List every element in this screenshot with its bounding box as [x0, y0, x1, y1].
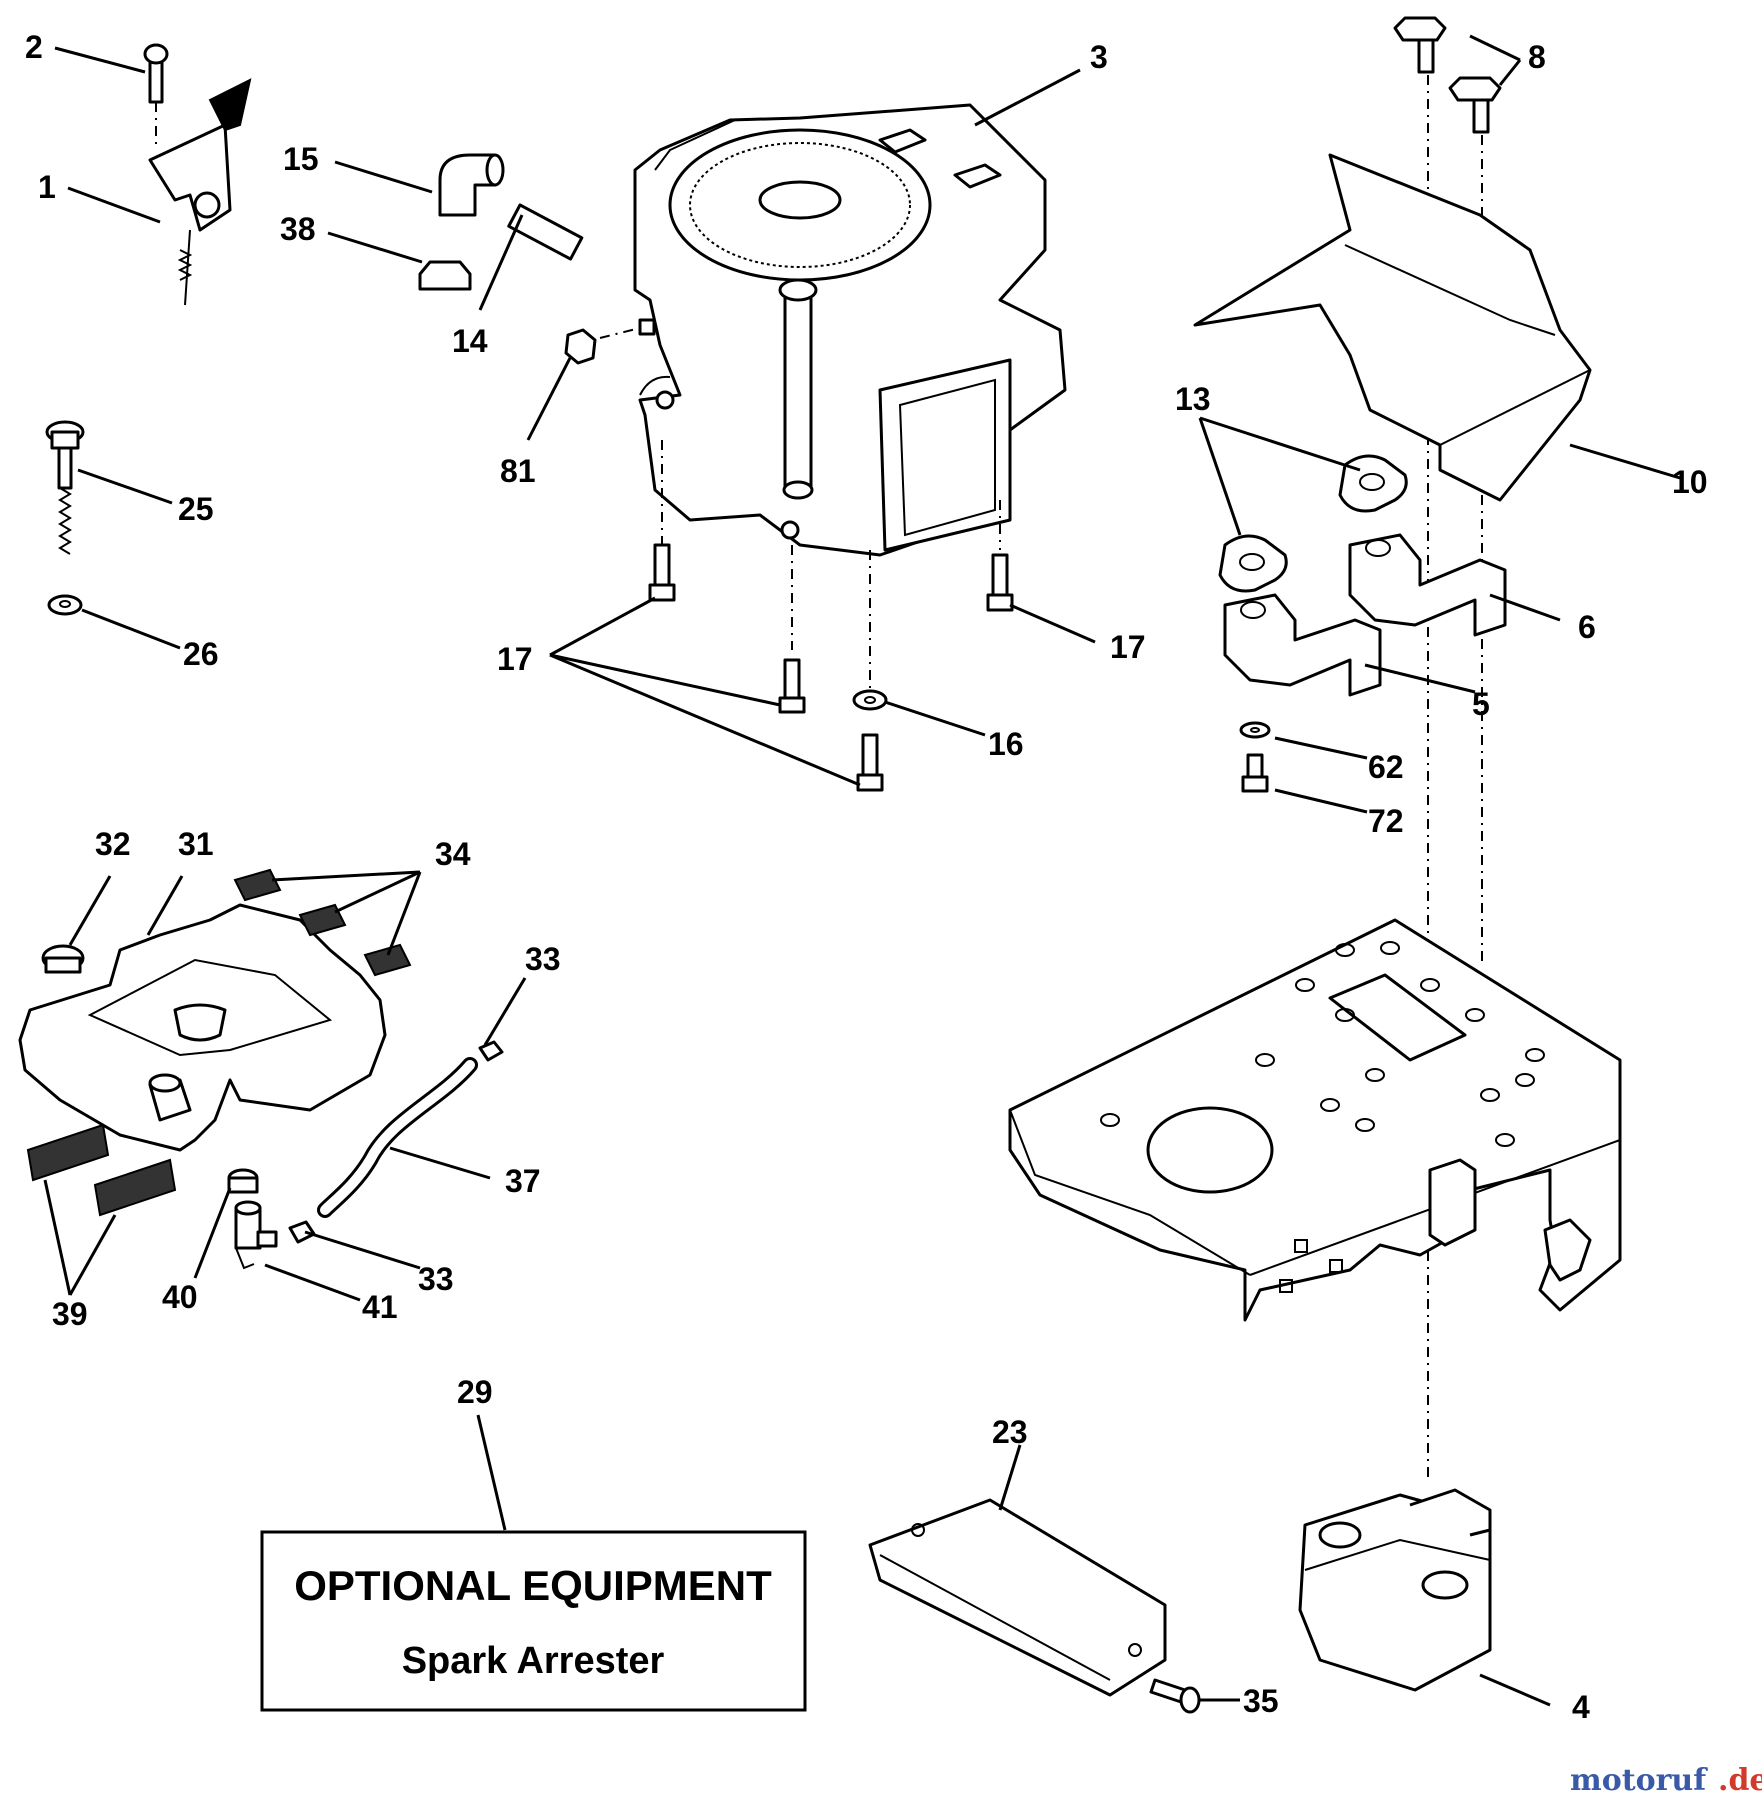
watermark-main: motoruf	[1570, 1763, 1708, 1798]
callout-25: 25	[178, 491, 214, 527]
callout-33-bottom: 33	[418, 1261, 454, 1297]
callout-38: 38	[280, 211, 316, 247]
spark-arrester-shield-part	[868, 1498, 1167, 1697]
fuel-line-part	[227, 1040, 504, 1270]
muffler-part	[1298, 1488, 1492, 1692]
callout-17-right: 17	[1110, 629, 1146, 665]
fuel-tank-part	[18, 868, 412, 1217]
callout-1: 1	[38, 169, 56, 205]
callout-labels: 2 1 15 38 14 81 3 8 10 13 6 5 62 72 25 2…	[25, 29, 1708, 1725]
callout-23: 23	[992, 1414, 1028, 1450]
screw-35-part	[1149, 1678, 1201, 1714]
callout-6: 6	[1578, 609, 1596, 645]
dipstick-part	[45, 420, 85, 616]
heat-shield-part	[1193, 153, 1592, 502]
callout-34: 34	[435, 836, 471, 872]
callout-13: 13	[1175, 381, 1211, 417]
callout-40: 40	[162, 1279, 198, 1315]
callout-81: 81	[500, 453, 536, 489]
optional-equipment-subtitle: Spark Arrester	[402, 1640, 665, 1682]
callout-35: 35	[1243, 1683, 1279, 1719]
watermark: motoruf .de	[1570, 1763, 1762, 1798]
callout-31: 31	[178, 826, 214, 862]
callout-15: 15	[283, 141, 319, 177]
callout-33-top: 33	[525, 941, 561, 977]
optional-equipment-box: OPTIONAL EQUIPMENT Spark Arrester	[260, 1530, 807, 1712]
bolts-8-part	[1393, 16, 1502, 1480]
callout-2: 2	[25, 29, 43, 65]
callout-37: 37	[505, 1163, 541, 1199]
callout-14: 14	[452, 323, 488, 359]
callout-29: 29	[457, 1374, 493, 1410]
engine-part	[633, 103, 1067, 557]
callout-26: 26	[183, 636, 219, 672]
optional-equipment-title: OPTIONAL EQUIPMENT	[294, 1562, 772, 1609]
callout-8: 8	[1528, 39, 1546, 75]
watermark-suffix: .de	[1718, 1763, 1762, 1798]
leader-lines	[43, 34, 1681, 1707]
callout-62: 62	[1368, 749, 1404, 785]
callout-10: 10	[1672, 464, 1708, 500]
callout-72: 72	[1368, 803, 1404, 839]
callout-16: 16	[988, 726, 1024, 762]
exhaust-part	[1218, 454, 1507, 793]
callout-39: 39	[52, 1296, 88, 1332]
bolts-part	[648, 543, 1014, 792]
fittings-part	[418, 153, 656, 365]
callout-3: 3	[1090, 39, 1108, 75]
callout-5: 5	[1472, 686, 1490, 722]
callout-41: 41	[362, 1289, 398, 1325]
callout-32: 32	[95, 826, 131, 862]
callout-4: 4	[1572, 1689, 1590, 1725]
throttle-control-part	[143, 43, 252, 306]
callout-17-left: 17	[497, 641, 533, 677]
mounting-plate-part	[1008, 918, 1622, 1322]
